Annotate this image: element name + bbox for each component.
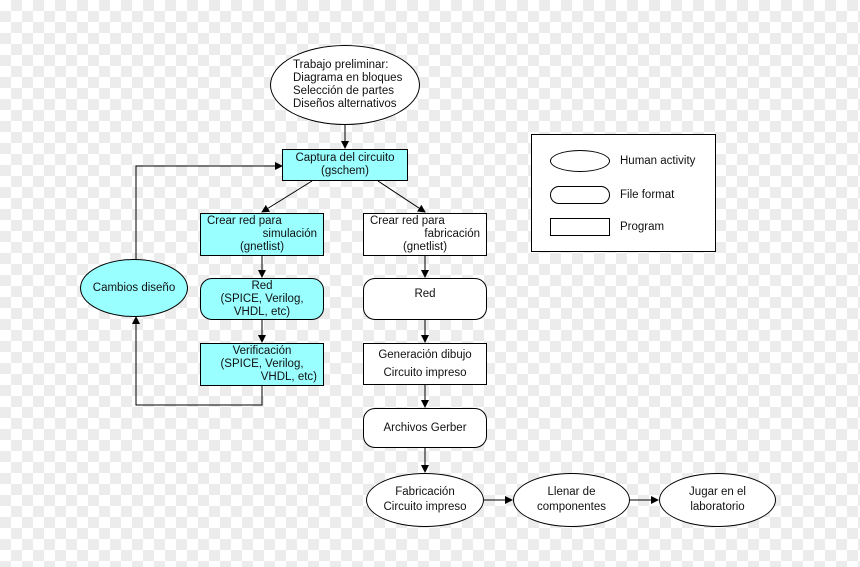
node-text: Red bbox=[414, 288, 436, 300]
node-fabricacion-circuito: Fabricación Circuito impreso bbox=[366, 473, 484, 527]
node-text: Cambios diseño bbox=[92, 281, 176, 294]
legend-label: Human activity bbox=[620, 155, 696, 167]
legend-swatch-ellipse bbox=[550, 150, 610, 172]
arrow-captura-crear-sim bbox=[261, 180, 313, 213]
node-captura-circuito: Captura del circuito (gschem) bbox=[282, 149, 408, 181]
node-text: Circuito impreso bbox=[383, 367, 467, 379]
node-text: Red bbox=[251, 279, 273, 292]
node-text: Verificación bbox=[232, 345, 292, 357]
node-text: VHDL, etc) bbox=[233, 305, 291, 318]
node-text: (SPICE, Verilog, bbox=[220, 292, 304, 305]
legend-label: Program bbox=[620, 221, 665, 233]
arrow-captura-crear-fab bbox=[377, 180, 426, 213]
node-text: Selección de partes bbox=[293, 85, 395, 97]
node-text: Fabricación bbox=[395, 486, 455, 498]
node-crear-red-simulacion: Crear red para simulación (gnetlist) bbox=[200, 213, 324, 256]
node-text: Crear red para bbox=[370, 215, 445, 227]
legend-item-program: Program bbox=[550, 216, 664, 238]
node-text: Diseños alternativos bbox=[293, 98, 397, 110]
node-text: Trabajo preliminar: bbox=[293, 59, 389, 71]
node-text: Llenar de bbox=[547, 486, 596, 498]
node-text: Archivos Gerber bbox=[383, 421, 467, 434]
node-text: (gnetlist) bbox=[239, 241, 285, 253]
node-text: componentes bbox=[536, 501, 607, 513]
node-text: (gnetlist) bbox=[402, 241, 448, 253]
node-llenar-componentes: Llenar de componentes bbox=[513, 473, 630, 527]
arrow-cambios-captura bbox=[135, 162, 283, 259]
node-archivos-gerber: Archivos Gerber bbox=[363, 408, 487, 448]
arrow-verificacion-cambios bbox=[132, 316, 263, 406]
node-text: Jugar en el bbox=[689, 486, 746, 498]
node-crear-red-fabricacion: Crear red para fabricación (gnetlist) bbox=[363, 213, 487, 256]
node-text: Generación dibujo bbox=[378, 349, 472, 361]
node-red-fabricacion: Red bbox=[363, 278, 487, 320]
legend-item-human-activity: Human activity bbox=[550, 150, 695, 172]
legend-item-file-format: File format bbox=[550, 184, 674, 206]
node-text: Diagrama en bloques bbox=[293, 72, 403, 84]
node-text: simulación bbox=[262, 228, 317, 240]
legend: Human activity File format Program bbox=[531, 134, 716, 252]
legend-label: File format bbox=[620, 189, 675, 201]
legend-swatch-rounded bbox=[550, 186, 610, 204]
node-text: laboratorio bbox=[690, 501, 745, 513]
node-red-simulacion: Red (SPICE, Verilog, VHDL, etc) bbox=[200, 278, 324, 320]
node-text: (gschem) bbox=[321, 165, 369, 177]
node-text: (SPICE, Verilog, bbox=[220, 358, 304, 370]
node-text: Crear red para bbox=[207, 215, 282, 227]
node-text: VHDL, etc) bbox=[260, 371, 317, 383]
node-jugar-laboratorio: Jugar en el laboratorio bbox=[659, 473, 776, 527]
node-text: Circuito impreso bbox=[383, 501, 467, 513]
node-generacion-dibujo: Generación dibujo Circuito impreso bbox=[363, 343, 487, 385]
legend-swatch-rect bbox=[550, 218, 610, 236]
node-cambios-diseno: Cambios diseño bbox=[80, 259, 188, 317]
node-verificacion: Verificación (SPICE, Verilog, VHDL, etc) bbox=[200, 343, 324, 386]
node-trabajo-preliminar: Trabajo preliminar: Diagrama en bloques … bbox=[270, 45, 420, 125]
node-text: Captura del circuito bbox=[295, 152, 395, 164]
node-text: fabricación bbox=[424, 228, 480, 240]
